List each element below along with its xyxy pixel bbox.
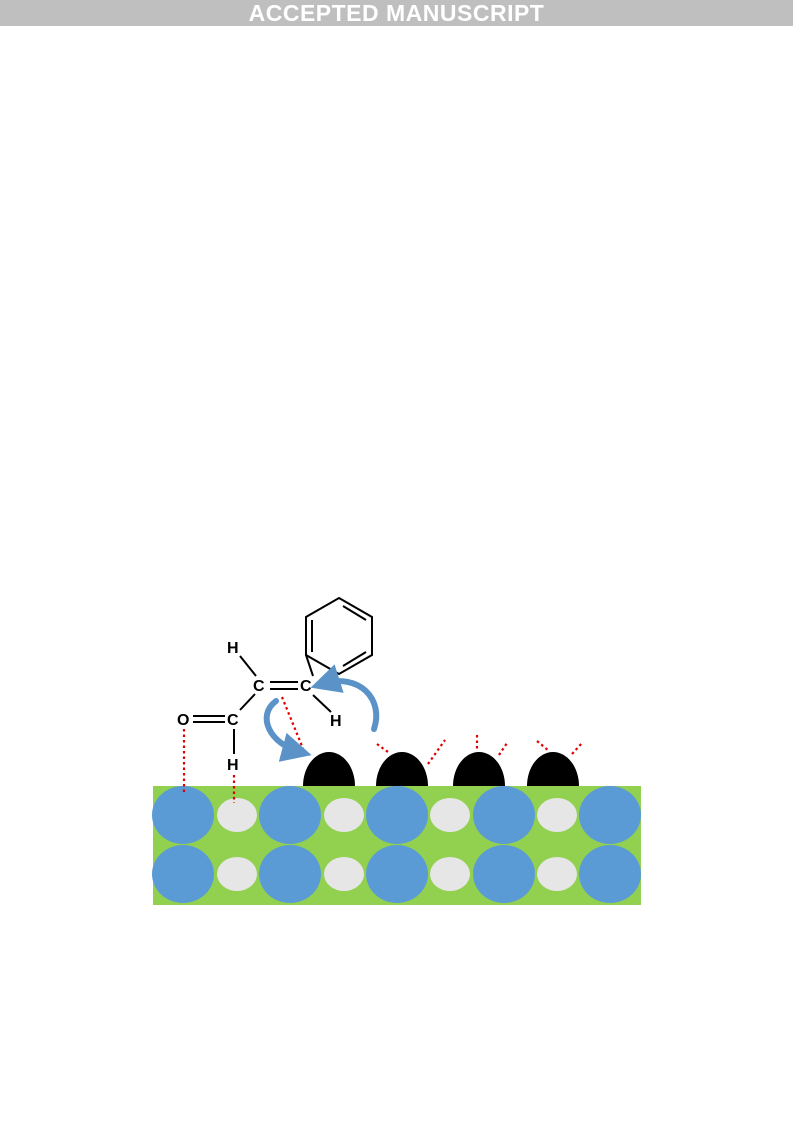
atom-carbonyl-hydrogen: H	[227, 757, 239, 774]
atom-carbonyl-carbon: C	[227, 712, 239, 729]
atom-beta-hydrogen: H	[330, 713, 342, 730]
interaction-lines	[182, 696, 583, 803]
lattice-large-atom	[259, 845, 321, 903]
hydrogen-transfer-arrow-left	[263, 698, 312, 762]
atom-alpha-carbon: C	[253, 678, 265, 695]
metal-particle	[376, 752, 428, 786]
molecule-bonds	[193, 654, 332, 754]
particle-site-line	[427, 739, 446, 765]
lattice-small-atom	[537, 798, 577, 832]
lattice-small-atom	[324, 857, 364, 891]
lattice-small-atom	[430, 857, 470, 891]
lattice-large-atom	[473, 786, 535, 844]
metal-particle	[303, 752, 355, 786]
lattice-large-atom	[259, 786, 321, 844]
metal-particles	[303, 752, 579, 786]
lattice-large-atom	[152, 845, 214, 903]
phenyl-ring	[305, 596, 373, 676]
particle-site-line	[376, 743, 389, 753]
lattice-large-atom	[579, 845, 641, 903]
lattice-small-atom	[217, 798, 257, 832]
particle-site-line	[498, 742, 508, 756]
lattice-large-atom	[473, 845, 535, 903]
lattice-small-atom	[537, 857, 577, 891]
lattice-large-atom	[366, 786, 428, 844]
metal-particle	[453, 752, 505, 786]
lattice-large-atom	[366, 845, 428, 903]
lattice-large-atom	[579, 786, 641, 844]
atom-oxygen: O	[177, 712, 189, 729]
atom-beta-carbon: C	[300, 678, 312, 695]
accepted-manuscript-banner: ACCEPTED MANUSCRIPT	[0, 0, 793, 26]
lattice-small-atom	[217, 857, 257, 891]
lattice-large-atom	[152, 786, 214, 844]
particle-site-line	[571, 742, 583, 755]
metal-particle	[527, 752, 579, 786]
hydrogen-transfer-arrow-right	[310, 664, 380, 732]
lattice-small-atom	[430, 798, 470, 832]
cc-particle-interaction	[280, 696, 306, 752]
lattice-small-atom	[324, 798, 364, 832]
support-lattice	[152, 786, 641, 903]
atom-alpha-hydrogen: H	[227, 640, 239, 657]
particle-site-line	[536, 740, 550, 752]
